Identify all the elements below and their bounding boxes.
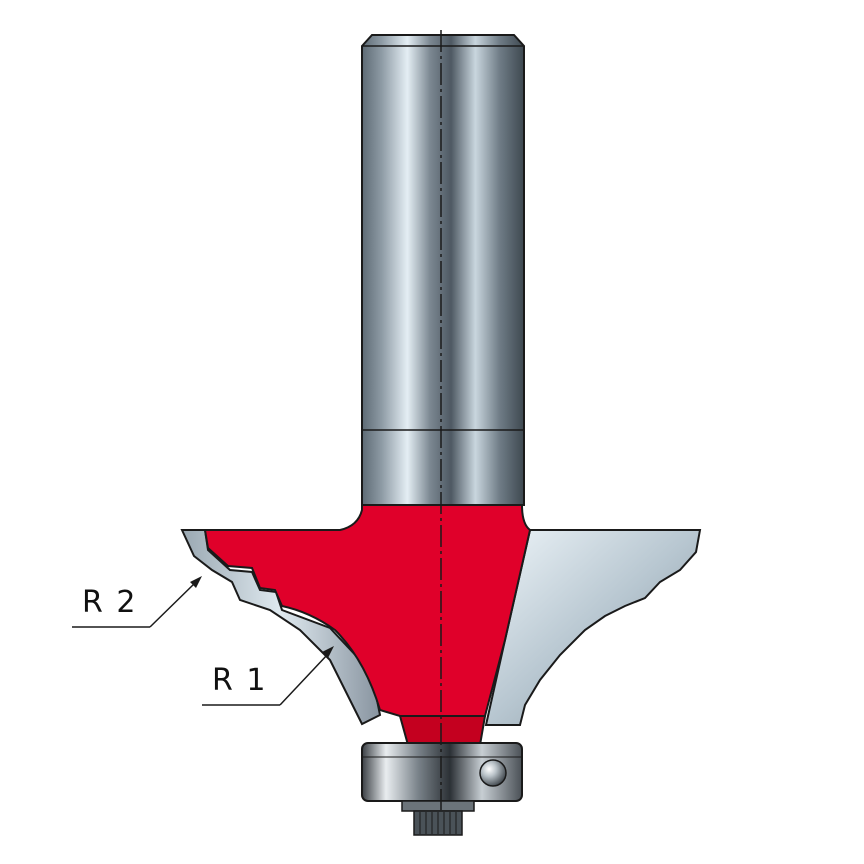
r2-leader [149, 581, 197, 628]
shank-body [361, 34, 525, 506]
r1-annotation: R 1 [202, 646, 334, 706]
r2-annotation: R 2 [72, 576, 202, 628]
steel-right-profile [484, 529, 702, 726]
r1-label: R 1 [212, 663, 267, 698]
r2-arrow [190, 576, 202, 588]
cutter-body [203, 504, 532, 717]
hub [398, 715, 487, 746]
bearing-ball [479, 759, 507, 787]
r1-arrow [322, 646, 334, 658]
shank [361, 34, 525, 506]
screw-shaft [401, 800, 475, 812]
bearing [361, 742, 523, 802]
screw [401, 800, 475, 836]
r1-leader [279, 653, 329, 706]
r2-label: R 2 [82, 585, 137, 620]
